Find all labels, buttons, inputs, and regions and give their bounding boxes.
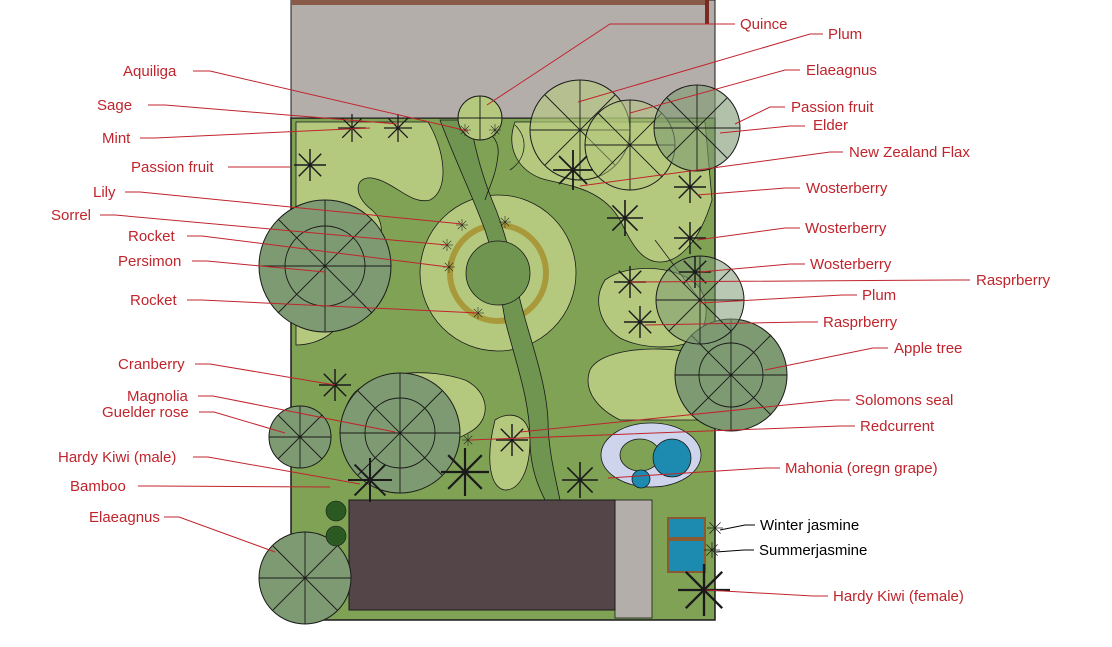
label-quince: Quince <box>740 16 788 33</box>
label-elaeagnus-top: Elaeagnus <box>806 62 877 79</box>
label-plum-right: Plum <box>862 287 896 304</box>
label-mint: Mint <box>102 130 131 147</box>
bamboo-clump-1 <box>325 500 347 522</box>
shrub-hardy-kiwi-male <box>347 457 393 503</box>
patio-area <box>290 0 716 119</box>
label-cranberry: Cranberry <box>118 356 185 373</box>
label-rasprberry-2: Rasprberry <box>823 314 898 331</box>
shrub-summer-jasmine <box>703 541 721 559</box>
label-lily: Lily <box>93 184 116 201</box>
label-redcurrent: Redcurrent <box>860 418 935 435</box>
bamboo-clump-2 <box>325 525 347 547</box>
label-rasprberry-1: Rasprberry <box>976 272 1051 289</box>
label-elaeagnus-bottom: Elaeagnus <box>89 509 160 526</box>
shrub-sage <box>383 113 413 143</box>
label-passion-fruit-left: Passion fruit <box>131 159 214 176</box>
bed-bottom-middle <box>489 414 531 491</box>
pond-small <box>631 469 651 489</box>
tree-guelder-rose <box>268 405 332 469</box>
label-bamboo: Bamboo <box>70 478 126 495</box>
tree-quince <box>457 95 503 141</box>
label-aquiliga: Aquiliga <box>123 63 177 80</box>
tree-plum-right <box>655 255 745 345</box>
label-passion-fruit-right: Passion fruit <box>791 99 874 116</box>
pond-large <box>652 438 692 478</box>
label-wosterberry-2: Wosterberry <box>805 220 887 237</box>
label-sorrel: Sorrel <box>51 207 91 224</box>
label-wosterberry-3: Wosterberry <box>810 256 892 273</box>
shrub-mahonia <box>561 461 599 499</box>
shed-building <box>348 499 616 611</box>
label-summer-jasmine: Summerjasmine <box>759 542 867 559</box>
tree-magnolia <box>339 372 461 494</box>
label-sage: Sage <box>97 97 132 114</box>
bed-middle-left <box>340 299 441 383</box>
label-wosterberry-1: Wosterberry <box>806 180 888 197</box>
label-apple-tree: Apple tree <box>894 340 962 357</box>
label-plum-top: Plum <box>828 26 862 43</box>
cold-frame-2 <box>667 539 706 573</box>
label-winter-jasmine: Winter jasmine <box>760 517 859 534</box>
label-new-zealand-flax: New Zealand Flax <box>849 144 970 161</box>
tree-elaeagnus-top <box>584 99 676 191</box>
label-solomons-seal: Solomons seal <box>855 392 953 409</box>
label-rocket-2: Rocket <box>130 292 178 309</box>
shrub-elaeagnus-inner <box>606 199 644 237</box>
label-magnolia: Magnolia <box>127 388 189 405</box>
label-elder: Elder <box>813 117 848 134</box>
tree-elaeagnus-bottom <box>258 531 352 625</box>
paved-strip <box>614 499 653 619</box>
label-hardy-kiwi-male: Hardy Kiwi (male) <box>58 449 176 466</box>
house-edge <box>291 0 706 5</box>
label-guelder-rose: Guelder rose <box>102 404 189 421</box>
tree-elder <box>653 84 741 172</box>
cold-frame-1 <box>667 517 706 539</box>
tree-persimon <box>258 199 392 333</box>
shrub-winter-jasmine <box>706 519 724 537</box>
label-hardy-kiwi-female: Hardy Kiwi (female) <box>833 588 964 605</box>
shrub-new-zealand-flax <box>552 149 594 191</box>
label-mahonia: Mahonia (oregn grape) <box>785 460 938 477</box>
label-persimon: Persimon <box>118 253 181 270</box>
label-rocket-1: Rocket <box>128 228 176 245</box>
